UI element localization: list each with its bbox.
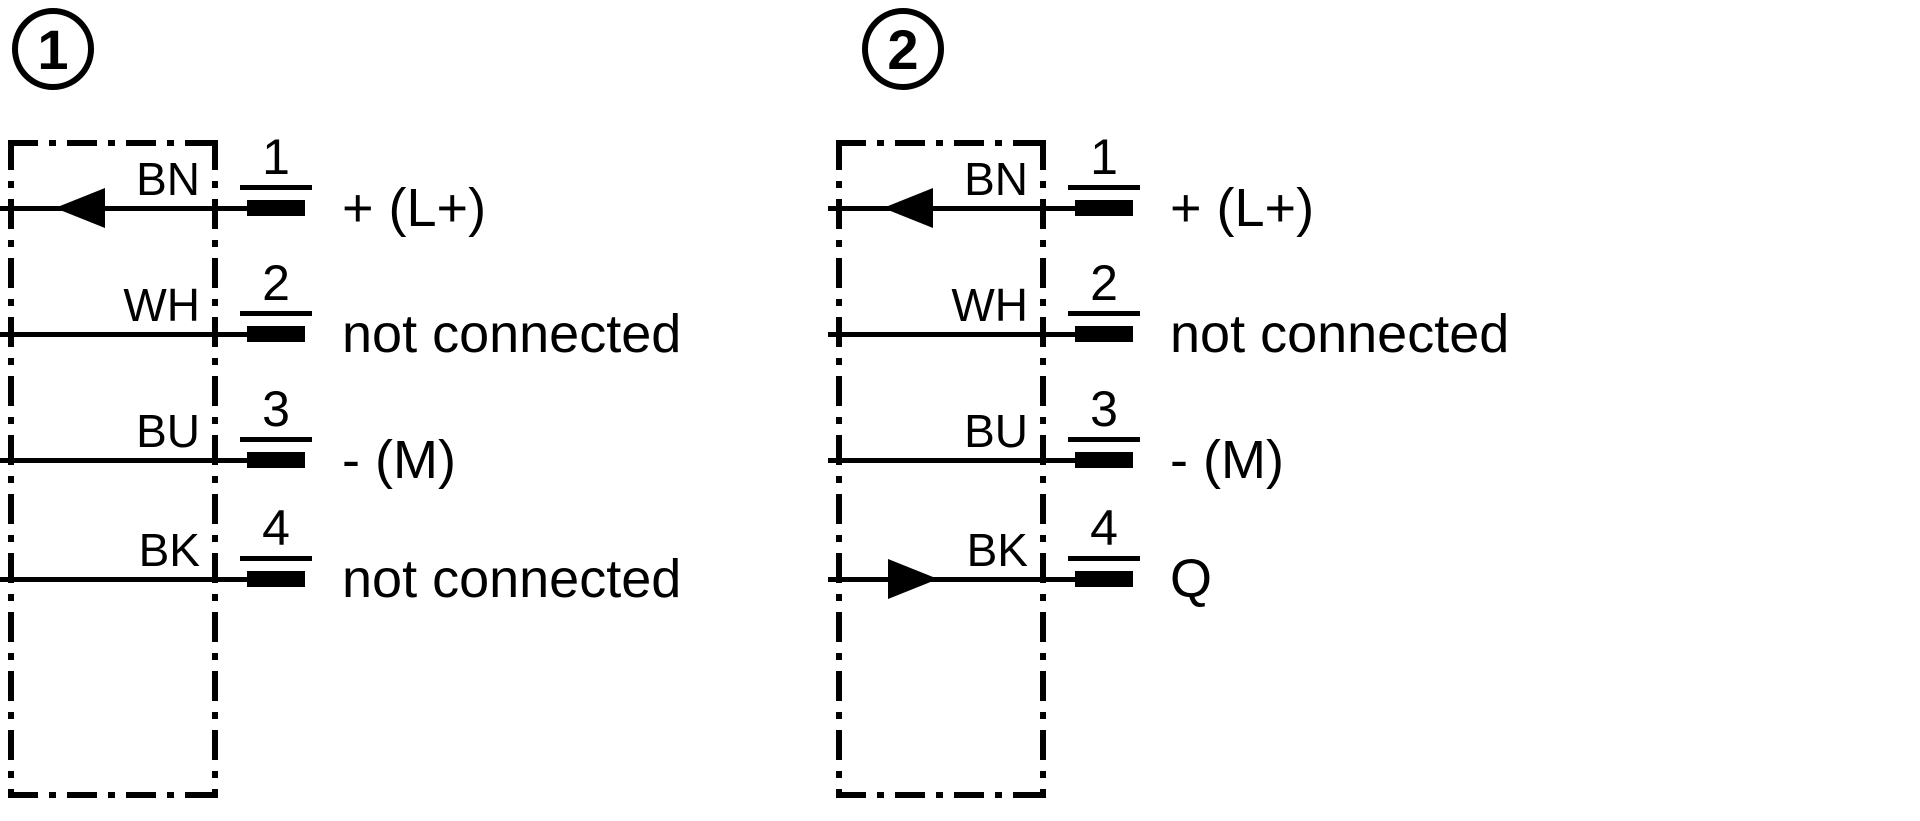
circled-number-badge: 2 <box>862 8 944 90</box>
pin-number: 3 <box>240 384 312 442</box>
pin-terminal <box>247 452 305 468</box>
wire-line <box>828 577 1080 582</box>
pin-terminal <box>247 326 305 342</box>
arrow-left-icon <box>883 188 933 228</box>
diagram-number: 2 <box>887 17 919 81</box>
pin-number: 2 <box>1068 258 1140 316</box>
pin-function-label: + (L+) <box>1170 178 1315 238</box>
pin-function-label: - (M) <box>1170 430 1284 490</box>
wire-color-label: BU <box>136 405 200 457</box>
pin-number: 1 <box>1068 132 1140 190</box>
device-outline-top <box>8 140 218 146</box>
pin-terminal <box>247 200 305 216</box>
pin-function-label: not connected <box>342 549 682 609</box>
pin-function-label: not connected <box>342 304 682 364</box>
device-outline-right <box>1040 140 1046 798</box>
pin-function-label: - (M) <box>342 430 456 490</box>
wire-line <box>828 206 1080 211</box>
device-outline-top <box>836 140 1046 146</box>
device-outline-bottom <box>8 792 218 798</box>
pin-function-label: + (L+) <box>342 178 487 238</box>
pin-number: 3 <box>1068 384 1140 442</box>
circled-number-badge: 1 <box>12 8 94 90</box>
pin-row-2: WH 2 not connected <box>828 254 1920 384</box>
device-outline-left <box>8 140 14 798</box>
pin-terminal <box>1075 571 1133 587</box>
pin-row-1: BN 1 + (L+) <box>0 128 960 258</box>
pin-terminal <box>1075 452 1133 468</box>
pin-number: 1 <box>240 132 312 190</box>
pin-function-label: not connected <box>1170 304 1510 364</box>
wire-color-label: BU <box>964 405 1028 457</box>
wire-color-label: BK <box>966 524 1028 576</box>
wire-color-label: WH <box>123 279 200 331</box>
device-outline-bottom <box>836 792 1046 798</box>
device-outline-right <box>212 140 218 798</box>
connection-diagram-2: 2 BN 1 + (L+) WH 2 not connected BU 3 - … <box>828 0 1920 821</box>
wire-line <box>0 206 252 211</box>
pin-row-4: BK 4 not connected <box>0 499 960 629</box>
wire-color-label: BK <box>138 524 200 576</box>
pin-row-2: WH 2 not connected <box>0 254 960 384</box>
wire-line <box>828 332 1080 337</box>
pin-row-4: BK 4 Q <box>828 499 1920 629</box>
device-outline-left <box>836 140 842 798</box>
pin-function-label: Q <box>1170 549 1213 609</box>
pin-number: 4 <box>1068 503 1140 561</box>
pin-row-3: BU 3 - (M) <box>0 380 960 510</box>
pin-row-1: BN 1 + (L+) <box>828 128 1920 258</box>
pin-terminal <box>247 571 305 587</box>
diagram-number: 1 <box>37 17 69 81</box>
pin-number: 2 <box>240 258 312 316</box>
pin-terminal <box>1075 200 1133 216</box>
connection-diagram-1: 1 BN 1 + (L+) WH 2 not connected BU 3 - … <box>0 8 960 798</box>
wire-line <box>0 332 252 337</box>
wire-color-label: BN <box>964 153 1028 205</box>
wire-line <box>0 577 252 582</box>
pin-number: 4 <box>240 503 312 561</box>
arrow-right-icon <box>888 559 938 599</box>
wire-line <box>828 458 1080 463</box>
wire-color-label: WH <box>951 279 1028 331</box>
pin-terminal <box>1075 326 1133 342</box>
wire-color-label: BN <box>136 153 200 205</box>
wire-line <box>0 458 252 463</box>
arrow-left-icon <box>55 188 105 228</box>
pin-row-3: BU 3 - (M) <box>828 380 1920 510</box>
